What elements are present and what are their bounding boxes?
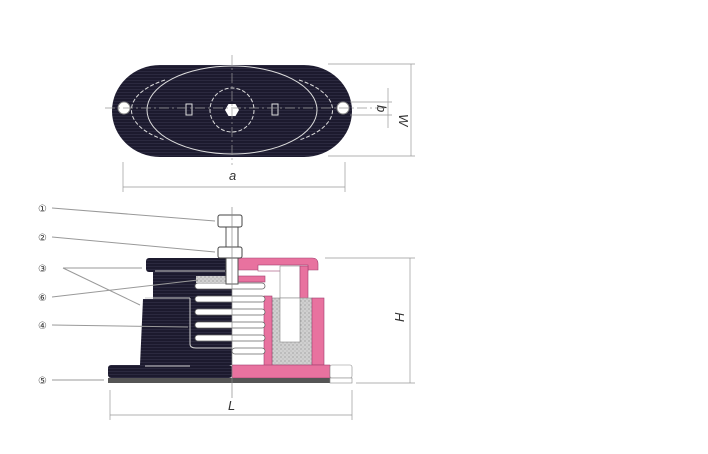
spring [194, 282, 266, 355]
svg-text:④: ④ [38, 321, 47, 332]
rubber-pad [196, 276, 232, 283]
nut-bottom [217, 246, 243, 259]
callout-1: ① [38, 204, 47, 215]
callout-2: ② [38, 233, 47, 244]
flange [108, 365, 232, 378]
side-view: ① ② ③ ⑥ ④ ⑤ L H [38, 204, 415, 420]
svg-text:⑤: ⑤ [38, 376, 47, 387]
dim-b-label: b [374, 105, 389, 112]
dim-H-label: H [392, 312, 407, 322]
svg-text:②: ② [38, 233, 47, 244]
dim-W-label: W [396, 114, 411, 128]
svg-text:①: ① [38, 204, 47, 215]
callout-5: ⑤ [38, 376, 47, 387]
top-view: W b a [105, 55, 415, 192]
top-cap [146, 258, 232, 272]
section-flange [231, 364, 331, 379]
svg-text:⑥: ⑥ [38, 293, 47, 304]
dim-L-label: L [228, 398, 235, 413]
dim-a-label: a [229, 168, 236, 183]
callout-6: ⑥ [38, 293, 47, 304]
nut-top [217, 214, 243, 228]
svg-text:③: ③ [38, 264, 47, 275]
callout-3: ③ [38, 264, 47, 275]
callout-4: ④ [38, 321, 47, 332]
base-plate [108, 378, 352, 383]
